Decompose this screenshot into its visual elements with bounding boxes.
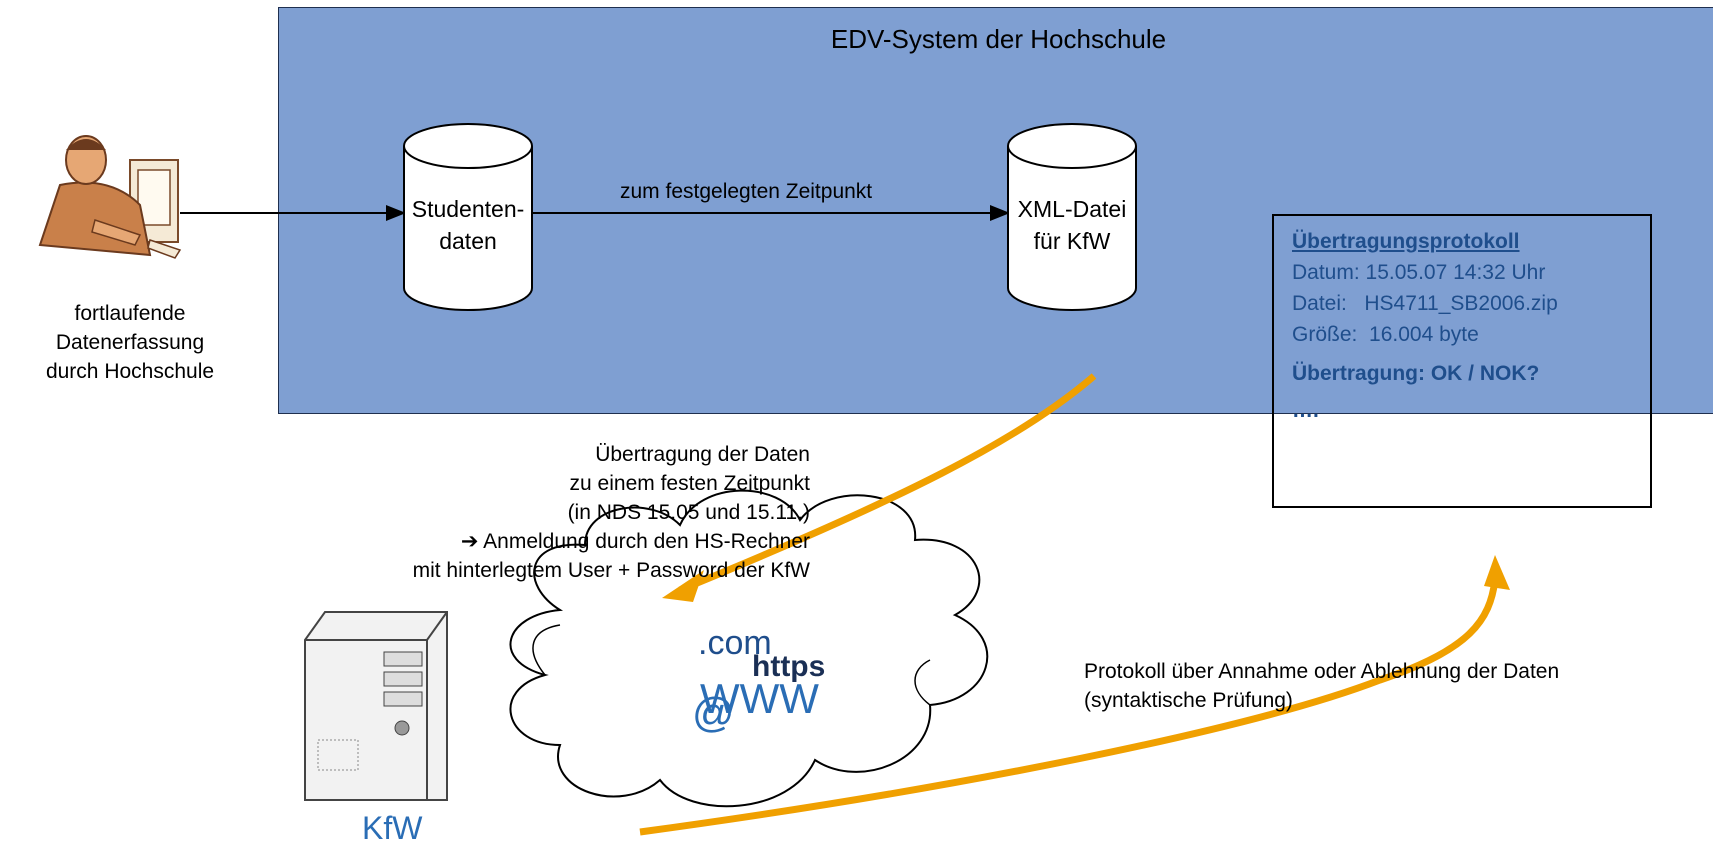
protocol-groesse: Größe: 16.004 byte (1292, 323, 1479, 346)
upload-arrow (678, 373, 1097, 594)
xml-cylinder (1007, 123, 1137, 311)
xml-line1: XML-Datei (1017, 196, 1127, 222)
feedback-arrow (639, 579, 1499, 836)
studentendaten-line2: daten (439, 228, 497, 254)
feedback-line1: Protokoll über Annahme oder Ablehnung de… (1084, 660, 1560, 683)
person-line2: Datenerfassung (55, 331, 205, 354)
protocol-content: Übertragungsprotokoll Datum: 15.05.07 14… (1292, 226, 1642, 426)
person-line1: fortlaufende (74, 302, 186, 325)
xml-line2: für KfW (1033, 228, 1111, 254)
protocol-more: …. (1292, 399, 1319, 422)
upload-arrowhead (662, 570, 704, 602)
protocol-datei: Datei: HS4711_SB2006.zip (1292, 292, 1558, 315)
transfer-text: Übertragung der Daten zu einem festen Ze… (250, 440, 810, 585)
protocol-box (1272, 214, 1652, 508)
transfer-line1: Übertragung der Daten (595, 443, 810, 466)
system-title: EDV-System der Hochschule (830, 24, 1167, 54)
cloud-at: @ (692, 689, 735, 736)
transfer-line2: zu einem festen Zeitpunkt (569, 472, 810, 495)
feedback-text: Protokoll über Annahme oder Ablehnung de… (1084, 657, 1704, 715)
server-icon (304, 611, 448, 801)
person-line3: durch Hochschule (45, 360, 215, 383)
cloud-com: .com (698, 624, 772, 662)
cloud-www: WWW (700, 675, 819, 722)
feedback-line2: (syntaktische Prüfung) (1084, 689, 1293, 712)
cloud-https: https (752, 650, 826, 683)
studentendaten-label: Studenten- daten (404, 193, 532, 257)
transfer-line3: (in NDS 15.05 und 15.11.) (567, 501, 810, 524)
protocol-status: Übertragung: OK / NOK? (1292, 362, 1540, 385)
studentendaten-cylinder (403, 123, 533, 311)
arrow-label: zum festgelegten Zeitpunkt (620, 180, 873, 203)
studentendaten-line1: Studenten- (411, 196, 525, 222)
feedback-arrowhead (1484, 555, 1510, 590)
protocol-heading: Übertragungsprotokoll (1292, 230, 1520, 253)
server-label: KfW (362, 810, 423, 846)
person-at-computer-icon (38, 135, 182, 259)
internet-cloud (509, 489, 989, 808)
person-label: fortlaufende Datenerfassung durch Hochsc… (40, 299, 220, 386)
xml-label: XML-Datei für KfW (1008, 193, 1136, 257)
transfer-line4: ➔ Anmeldung durch den HS-Rechner (460, 530, 810, 553)
protocol-datum: Datum: 15.05.07 14:32 Uhr (1292, 261, 1546, 284)
transfer-line5: mit hinterlegtem User + Password der KfW (412, 559, 810, 582)
